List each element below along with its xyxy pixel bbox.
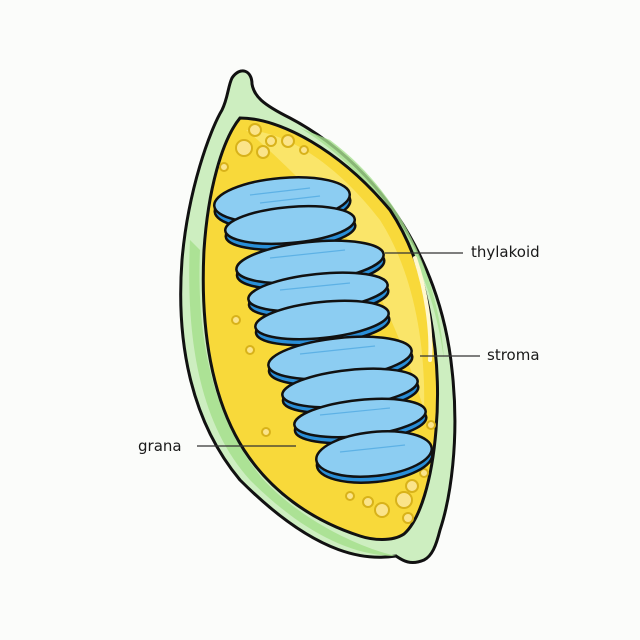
grana-label: grana bbox=[138, 437, 182, 455]
grana-stack bbox=[212, 176, 434, 484]
stroma-label: stroma bbox=[487, 346, 540, 364]
leader-lines bbox=[197, 252, 480, 447]
thylakoid-label: thylakoid bbox=[471, 243, 540, 261]
thylakoid-disc bbox=[315, 430, 434, 484]
stroma-granules bbox=[219, 123, 436, 524]
